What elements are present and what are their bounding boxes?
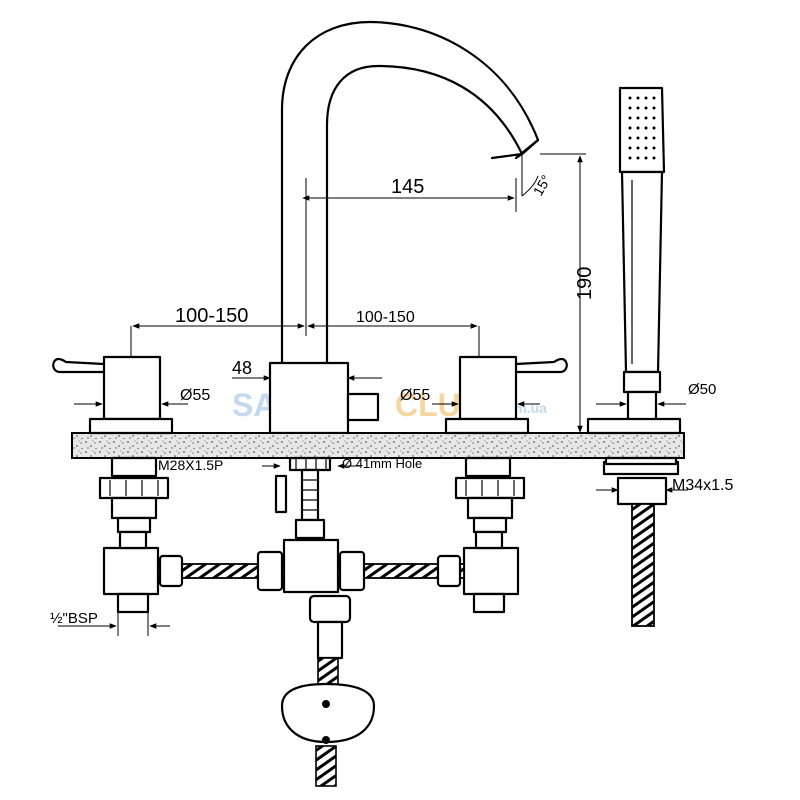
dimension-labels: 145 15° 190 100-150 100-150 48 Ø55 Ø55 Ø… (50, 172, 733, 627)
spout-diameter-label: 48 (232, 358, 252, 378)
spout (268, 20, 540, 435)
handle-left-diameter-label: Ø55 (180, 387, 210, 404)
shower-base-diameter-label: Ø50 (688, 381, 716, 398)
hand-shower (586, 86, 682, 627)
dimension-lines (58, 153, 688, 636)
spout-angle-label: 15° (530, 172, 554, 198)
spacing-left-label: 100-150 (175, 305, 248, 327)
deck-plate (71, 432, 685, 459)
centre-mixer (157, 456, 465, 787)
height-label: 190 (574, 267, 596, 300)
thread-valve-label: M28X1.5P (158, 457, 223, 473)
spacing-right-label: 100-150 (356, 309, 415, 326)
spout-reach-label: 145 (391, 176, 424, 198)
handle-right-diameter-label: Ø55 (400, 387, 430, 404)
right-handle-valve (444, 355, 568, 614)
thread-shower-label: M34x1.5 (672, 477, 733, 494)
left-handle-valve (52, 355, 174, 614)
inlet-thread-label: ½"BSP (50, 610, 98, 627)
hole-size-label: Ø 41mm Hole (342, 456, 422, 471)
